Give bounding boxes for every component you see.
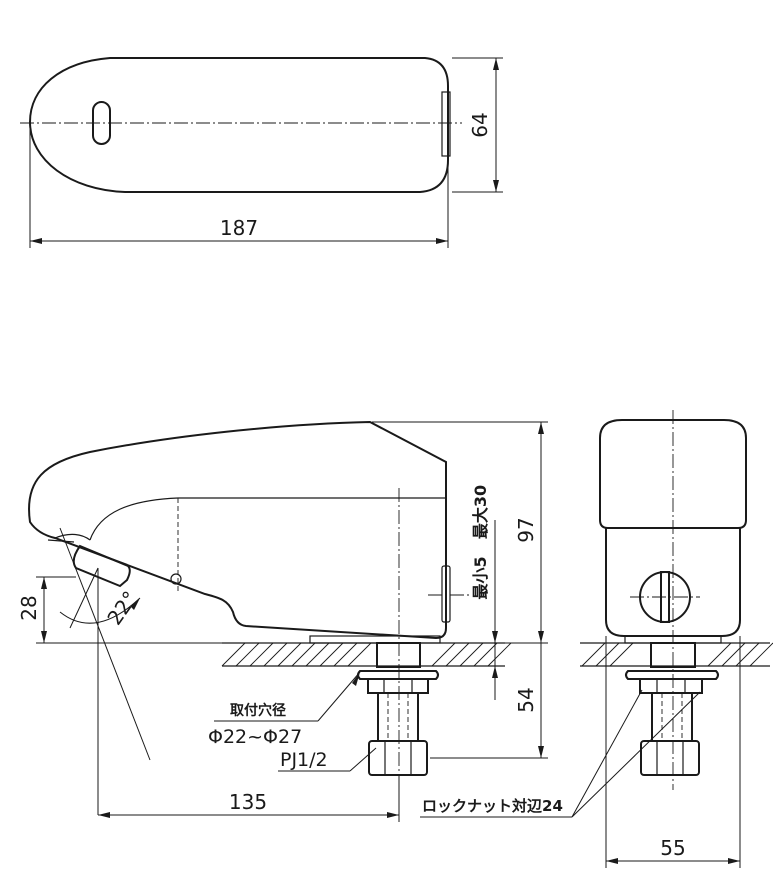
side-view-locknut [367, 678, 429, 694]
front-view-shank [650, 642, 696, 668]
angle-22-label: 22° [102, 587, 142, 630]
side-view-rear-cap [441, 565, 451, 623]
front-view-pipe [651, 692, 693, 742]
thread-label: PJ1/2 [280, 749, 328, 771]
side-view-shank [376, 642, 421, 668]
top-view: 64 187 [20, 57, 503, 248]
mount-hole-value: Φ22~Φ27 [208, 726, 302, 748]
front-view-washer [625, 670, 719, 680]
counter-hatch-left [221, 642, 512, 667]
max-thickness-label: 最大30 [471, 485, 490, 539]
mount-hole-title: 取付穴径 [230, 702, 286, 719]
dim-54-label: 54 [514, 687, 538, 712]
dim-55-label: 55 [660, 836, 685, 860]
side-view-body [28, 420, 447, 640]
front-view-head [599, 419, 747, 529]
front-view-locknut [639, 678, 703, 694]
side-view-base [309, 635, 441, 644]
side-view: 97 54 最大30 最小5 28 22° 135 [17, 420, 548, 822]
side-view-aerator [72, 544, 131, 588]
top-view-rear-cap [441, 91, 451, 157]
dim-97-label: 97 [514, 517, 538, 542]
dim-28-label: 28 [17, 595, 41, 620]
dim-64-label: 64 [468, 112, 492, 137]
front-view-connector-nut [640, 740, 700, 776]
dim-135-label: 135 [229, 790, 267, 814]
side-view-washer [357, 670, 439, 680]
counter-hatch-right [581, 642, 773, 667]
side-view-connector-nut [368, 740, 428, 776]
min-thickness-label: 最小5 [471, 556, 490, 599]
front-view: ロックナット対辺24 55 [420, 410, 747, 868]
counter-surface [221, 642, 773, 667]
side-view-pipe [377, 692, 419, 742]
dim-187-label: 187 [220, 216, 258, 240]
locknut-label: ロックナット対辺24 [422, 797, 563, 815]
